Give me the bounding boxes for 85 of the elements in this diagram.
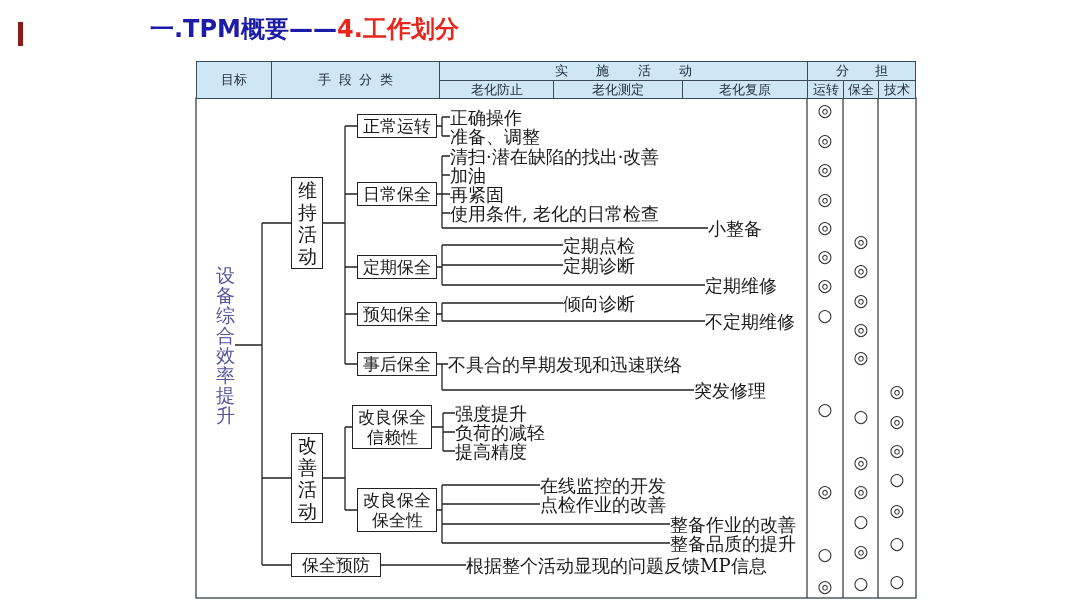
activity-text: 定期诊断 bbox=[563, 255, 635, 275]
activity-text: 清扫·潜在缺陷的找出·改善 bbox=[450, 146, 660, 166]
slide-title: 一.TPM概要——4.工作划分 bbox=[150, 14, 459, 44]
activity-text: 不具合的早期发现和迅速联络 bbox=[448, 354, 682, 374]
circle-symbol: ○ bbox=[853, 512, 869, 530]
circle-symbol: ◎ bbox=[853, 232, 869, 250]
circle-symbol: ○ bbox=[853, 574, 869, 592]
connector-line bbox=[436, 116, 451, 137]
table-header-cell: 运转 bbox=[807, 80, 844, 99]
table-header-cell: 手段分类 bbox=[271, 61, 440, 99]
activity-text: 准备、调整 bbox=[450, 126, 540, 146]
connector-line bbox=[431, 412, 456, 452]
table-header-cell: 老化复原 bbox=[682, 80, 808, 99]
circle-symbol: ◎ bbox=[853, 261, 869, 279]
table-header-cell: 老化测定 bbox=[553, 80, 683, 99]
goal-text: 设备综合效率提升 bbox=[215, 265, 235, 425]
activity-text: 突发修理 bbox=[694, 380, 766, 400]
connector-line bbox=[322, 125, 358, 365]
circle-symbol: ◎ bbox=[889, 382, 905, 400]
circle-symbol: ◎ bbox=[817, 577, 833, 595]
category-box: 维持活动 bbox=[291, 177, 323, 269]
table-header-cell: 分担 bbox=[807, 61, 916, 81]
circle-symbol: ○ bbox=[817, 400, 833, 418]
category-box: 预知保全 bbox=[357, 302, 437, 326]
connector-line bbox=[380, 564, 467, 566]
activity-text: 加油 bbox=[450, 165, 486, 185]
connector-line bbox=[436, 302, 706, 322]
activity-text: 使用条件, 老化的日常检查 bbox=[450, 203, 660, 223]
circle-symbol: ◎ bbox=[817, 131, 833, 149]
activity-text: 小整备 bbox=[708, 218, 762, 238]
category-box: 改良保全信赖性 bbox=[352, 405, 432, 449]
circle-symbol: ◎ bbox=[853, 320, 869, 338]
category-box: 保全预防 bbox=[291, 553, 381, 577]
circle-symbol: ◎ bbox=[817, 276, 833, 294]
activity-text: 再紧固 bbox=[450, 184, 504, 204]
circle-symbol: ○ bbox=[889, 572, 905, 590]
circle-symbol: ◎ bbox=[817, 101, 833, 119]
circle-symbol: ◎ bbox=[853, 348, 869, 366]
table-header-cell: 实施活动 bbox=[439, 61, 808, 81]
connector-line bbox=[436, 484, 671, 544]
activity-text: 在线监控的开发 bbox=[540, 475, 666, 495]
table-header-cell: 老化防止 bbox=[439, 80, 554, 99]
circle-symbol: ◎ bbox=[889, 412, 905, 430]
activity-text: 不定期维修 bbox=[705, 311, 795, 331]
category-box: 改良保全保全性 bbox=[357, 488, 437, 532]
category-box: 事后保全 bbox=[357, 352, 437, 376]
circle-symbol: ○ bbox=[889, 534, 905, 552]
table-header-cell: 保全 bbox=[843, 80, 879, 99]
circle-symbol: ◎ bbox=[889, 501, 905, 519]
category-box: 改善活动 bbox=[291, 433, 323, 523]
table-header-cell: 目标 bbox=[196, 61, 272, 99]
activity-text: 负荷的减轻 bbox=[455, 422, 545, 442]
connector-line bbox=[436, 363, 695, 391]
circle-symbol: ○ bbox=[853, 407, 869, 425]
activity-text: 正确操作 bbox=[450, 107, 522, 127]
circle-symbol: ◎ bbox=[817, 190, 833, 208]
circle-symbol: ○ bbox=[817, 545, 833, 563]
circle-symbol: ◎ bbox=[853, 542, 869, 560]
activity-text: 整备品质的提升 bbox=[670, 533, 796, 553]
circle-symbol: ◎ bbox=[817, 247, 833, 265]
connector-line bbox=[436, 155, 709, 229]
connector-line bbox=[234, 222, 292, 566]
activity-text: 倾向诊断 bbox=[563, 293, 635, 313]
category-box: 定期保全 bbox=[357, 255, 437, 279]
circle-symbol: ◎ bbox=[817, 160, 833, 178]
circle-symbol: ◎ bbox=[817, 218, 833, 236]
activity-text: 定期维修 bbox=[705, 275, 777, 295]
activity-text: 点检作业的改善 bbox=[540, 494, 666, 514]
activity-text: 提高精度 bbox=[455, 441, 527, 461]
circle-symbol: ◎ bbox=[853, 482, 869, 500]
circle-symbol: ○ bbox=[817, 306, 833, 324]
category-box: 日常保全 bbox=[357, 182, 437, 206]
circle-symbol: ◎ bbox=[817, 482, 833, 500]
circle-symbol: ○ bbox=[889, 470, 905, 488]
connector-line bbox=[322, 426, 358, 511]
activity-text: 强度提升 bbox=[455, 403, 527, 423]
circle-symbol: ◎ bbox=[889, 441, 905, 459]
activity-text: 整备作业的改善 bbox=[670, 514, 796, 534]
connector-line bbox=[436, 244, 706, 286]
activity-text: 定期点检 bbox=[563, 235, 635, 255]
table-header-cell: 技术 bbox=[878, 80, 916, 99]
circle-symbol: ◎ bbox=[853, 453, 869, 471]
activity-text: 根据整个活动显现的问题反馈MP信息 bbox=[466, 555, 767, 575]
circle-symbol: ◎ bbox=[853, 291, 869, 309]
category-box: 正常运转 bbox=[357, 114, 437, 138]
